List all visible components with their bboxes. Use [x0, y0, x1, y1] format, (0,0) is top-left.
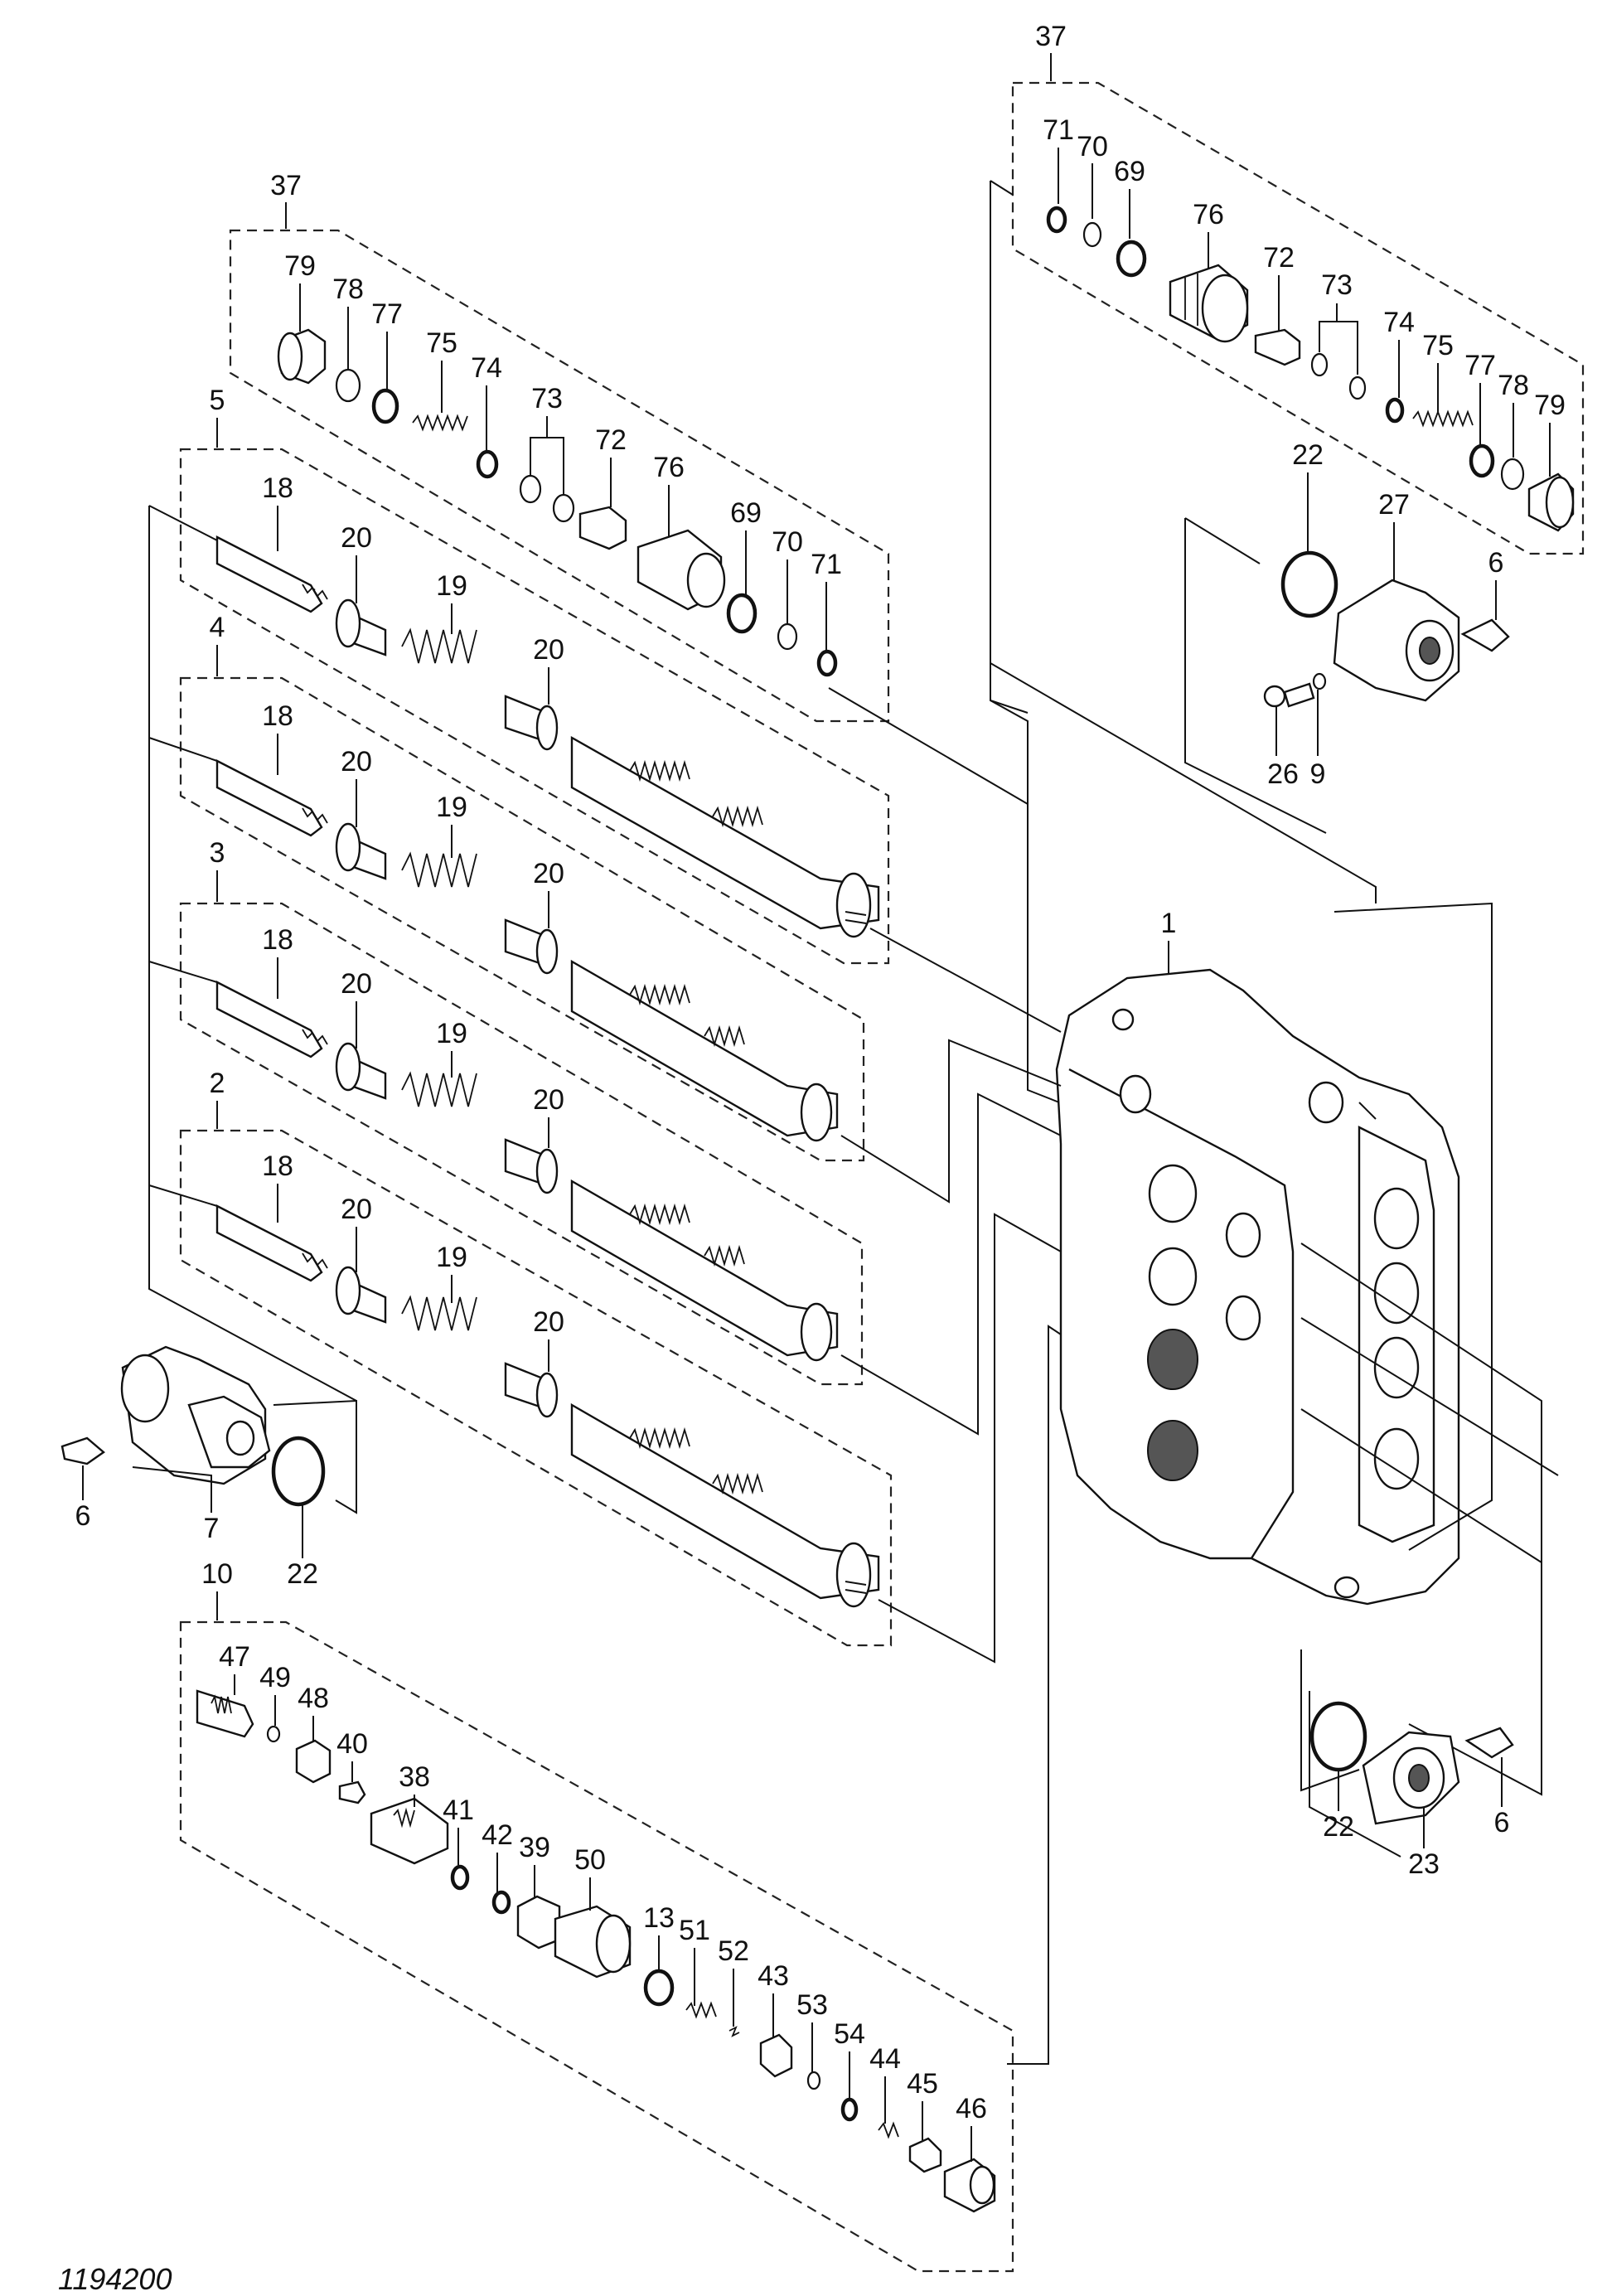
plug-76-left — [637, 529, 726, 611]
callout-77-l: 77 — [371, 298, 403, 330]
callout-19-g3: 19 — [436, 1018, 467, 1049]
callout-20-g2-a: 20 — [341, 1194, 372, 1225]
callout-20-g3-b: 20 — [533, 1084, 564, 1116]
callout-74-r: 74 — [1383, 307, 1415, 338]
callout-42: 42 — [482, 1819, 513, 1851]
callout-19-g4: 19 — [436, 792, 467, 823]
group-label-37-right: 37 — [1035, 21, 1067, 52]
callout-70-r: 70 — [1077, 131, 1108, 162]
spool-group-5: 5 18 20 19 20 — [179, 385, 890, 965]
callout-6-right-top: 6 — [1488, 547, 1504, 579]
callout-73-l: 73 — [531, 383, 563, 414]
group-label-4: 4 — [210, 612, 225, 643]
callout-18-g4: 18 — [262, 700, 293, 732]
callout-76-r: 76 — [1193, 199, 1224, 230]
callout-40: 40 — [336, 1728, 368, 1760]
callout-27: 27 — [1378, 489, 1410, 521]
callout-18-g3: 18 — [262, 924, 293, 956]
group-37-right: 37 71 70 69 — [1011, 21, 1585, 555]
spool-group-2: 2 18 20 19 20 — [179, 1068, 893, 1647]
callout-26: 26 — [1267, 758, 1299, 790]
callout-72-l: 72 — [595, 424, 627, 456]
callout-70-l: 70 — [772, 526, 803, 558]
callout-71-l: 71 — [811, 549, 842, 580]
callout-39: 39 — [519, 1832, 550, 1863]
callout-9: 9 — [1310, 758, 1326, 790]
callout-18-g2: 18 — [262, 1150, 293, 1182]
spool-group-4: 4 18 20 19 20 — [179, 612, 865, 1162]
callout-46: 46 — [956, 2093, 987, 2124]
callout-20-g5-b: 20 — [533, 634, 564, 666]
callout-69-l: 69 — [730, 497, 762, 529]
callout-54: 54 — [834, 2018, 865, 2050]
plug-79-left — [277, 328, 327, 385]
callout-79-l: 79 — [284, 250, 316, 282]
group-label-37-left: 37 — [270, 170, 302, 201]
callout-6-left: 6 — [75, 1500, 91, 1532]
callout-23: 23 — [1408, 1848, 1440, 1880]
right-cover-27: 22 27 6 26 9 — [1184, 439, 1510, 834]
callout-69-r: 69 — [1114, 156, 1145, 187]
callout-20-g2-b: 20 — [533, 1306, 564, 1338]
figure-id: 1194200 — [58, 2262, 172, 2296]
callout-43: 43 — [758, 1960, 789, 1992]
plug-76-right — [1169, 264, 1249, 343]
callout-48: 48 — [298, 1683, 329, 1714]
callout-20-g4-b: 20 — [533, 858, 564, 889]
valve-body-1: 1 — [1055, 908, 1460, 1606]
callout-52: 52 — [718, 1935, 749, 1967]
callout-77-r: 77 — [1464, 350, 1496, 381]
callout-20-g3-a: 20 — [341, 968, 372, 1000]
callout-73-r: 73 — [1321, 269, 1353, 301]
callout-20-g4-a: 20 — [341, 746, 372, 777]
callout-47: 47 — [219, 1641, 250, 1673]
group-label-5: 5 — [210, 385, 225, 416]
callout-53: 53 — [796, 1989, 828, 2021]
callout-75-l: 75 — [426, 327, 457, 359]
callout-44: 44 — [869, 2043, 901, 2075]
callout-75-r: 75 — [1422, 330, 1454, 361]
callout-22-left: 22 — [287, 1558, 318, 1590]
spring-75-right — [1412, 409, 1474, 428]
spool-group-3: 3 18 20 19 20 — [179, 837, 864, 1386]
callout-51: 51 — [679, 1915, 710, 1946]
callout-1: 1 — [1161, 908, 1177, 939]
callout-71-r: 71 — [1043, 114, 1074, 146]
callout-74-l: 74 — [471, 352, 502, 384]
callout-78-r: 78 — [1498, 370, 1529, 401]
callout-19-g5: 19 — [436, 570, 467, 602]
callout-7: 7 — [204, 1513, 220, 1544]
callout-79-r: 79 — [1534, 390, 1566, 421]
callout-20-g5-a: 20 — [341, 522, 372, 554]
plug-79-right — [1527, 472, 1575, 532]
callout-6-bottom: 6 — [1494, 1807, 1510, 1838]
group-37-left: 37 79 78 77 75 74 73 72 — [229, 170, 890, 723]
bottom-cover-23: 22 23 6 — [1300, 1649, 1514, 1880]
callout-72-r: 72 — [1263, 242, 1295, 274]
callout-78-l: 78 — [332, 274, 364, 305]
callout-41: 41 — [443, 1795, 474, 1826]
callout-76-l: 76 — [653, 452, 685, 483]
callout-50: 50 — [574, 1844, 606, 1876]
callout-22-right: 22 — [1292, 439, 1324, 471]
callout-13: 13 — [643, 1902, 675, 1934]
group-10: 10 47 49 48 40 38 41 — [179, 1558, 1014, 2273]
group-label-3: 3 — [210, 837, 225, 869]
callout-49: 49 — [259, 1662, 291, 1693]
callout-22-bottom: 22 — [1323, 1811, 1354, 1843]
left-cover-7: 6 7 22 — [61, 1345, 357, 1590]
callout-38: 38 — [399, 1761, 430, 1793]
group-label-2: 2 — [210, 1068, 225, 1099]
callout-45: 45 — [907, 2068, 938, 2100]
group-label-10: 10 — [201, 1558, 233, 1590]
callout-18-g5: 18 — [262, 472, 293, 504]
callout-19-g2: 19 — [436, 1242, 467, 1273]
poppet-72-right — [1254, 328, 1301, 366]
